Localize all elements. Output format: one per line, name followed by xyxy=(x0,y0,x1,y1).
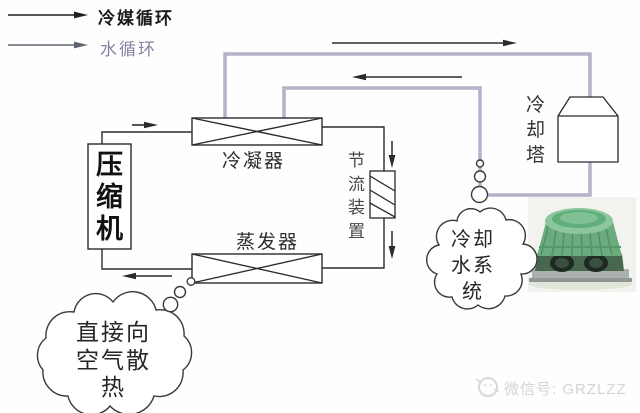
arrow-compressor-to-condenser xyxy=(132,121,158,129)
cloud-air-heat-rejection xyxy=(36,277,196,413)
cooling-tower-photo xyxy=(528,197,636,292)
cooling-water-system-callout-label: 冷却水系统 xyxy=(451,229,495,303)
evaporator-box xyxy=(191,253,323,284)
watermark-text: 微信号: GRZLZZ xyxy=(504,381,627,398)
legend-refrigerant-arrow xyxy=(8,11,88,19)
throttle-device-box xyxy=(369,170,396,219)
condenser-box xyxy=(191,117,323,146)
arrow-water-supply-right xyxy=(332,39,517,47)
wechat-icon xyxy=(475,377,500,397)
arrow-evaporator-to-compressor xyxy=(122,272,172,280)
condenser-label: 冷凝器 xyxy=(222,151,286,172)
legend-refrigerant-label: 冷媒循环 xyxy=(98,9,174,28)
water-pipe-loop xyxy=(223,52,592,197)
arrow-water-return-left xyxy=(352,73,462,81)
throttle-device-label: 节流装置 xyxy=(348,151,365,241)
arrow-down-before-throttle xyxy=(388,141,396,168)
arrow-down-after-throttle xyxy=(388,231,396,259)
compressor-box xyxy=(87,143,132,250)
cooling-tower-symbol xyxy=(557,96,619,163)
legend-water-arrow xyxy=(8,41,88,49)
legend-water-label: 水循环 xyxy=(100,40,157,59)
cloud-cooling-water-system xyxy=(426,159,538,310)
evaporator-label: 蒸发器 xyxy=(236,232,300,253)
compressor-label: 压缩机 xyxy=(96,150,123,244)
air-heat-rejection-callout-label: 直接向空气散热 xyxy=(76,320,151,400)
cooling-tower-label: 冷却塔 xyxy=(525,95,545,166)
refrigerant-pipes xyxy=(101,126,385,270)
